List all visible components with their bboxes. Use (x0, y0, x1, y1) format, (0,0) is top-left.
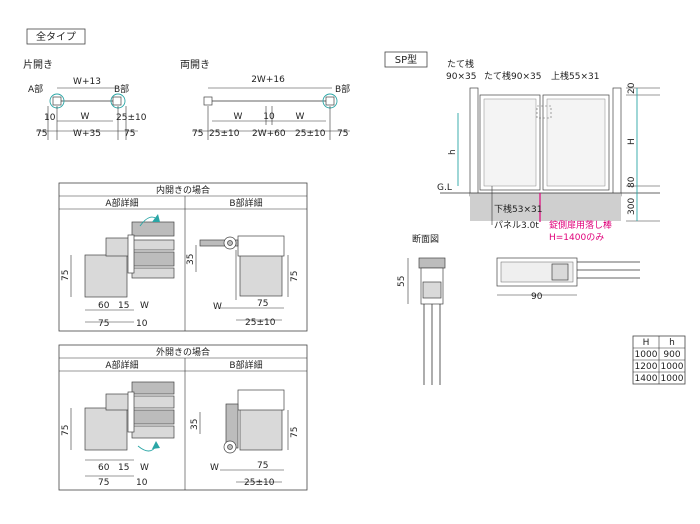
double-pm2-label: 25±10 (295, 129, 326, 139)
sp-top-rail-label: 上桟55×31 (551, 70, 599, 82)
table-cell: 1000 (661, 362, 684, 372)
double-b-label: B部 (335, 83, 350, 95)
inward-b-75-label: 75 (257, 299, 268, 309)
table-cell: 1200 (635, 362, 658, 372)
inward-a-w-label: W (140, 301, 149, 311)
inward-a-title: A部詳細 (105, 197, 138, 209)
single-75l-label: 75 (36, 129, 47, 139)
sp-dim-80: 80 (627, 176, 637, 188)
double-10-label: 10 (263, 112, 275, 122)
outward-b-75-label: 75 (257, 461, 268, 471)
outward-b-75v-label: 75 (290, 427, 300, 438)
outward-a-15-label: 15 (118, 463, 129, 473)
single-swing-plan: 片開き A部 B部 W+13 10 W 25±10 75 W+35 75 (23, 58, 147, 140)
double-pm1-label: 25±10 (209, 129, 240, 139)
table-cell: 1000 (661, 374, 684, 384)
tag-all-types-label: 全タイプ (36, 30, 76, 43)
h-table: H h 1000 900 1200 1000 1400 1000 (632, 335, 686, 385)
sp-post-a-size: 90×35 (446, 72, 476, 82)
single-w13-label: W+13 (73, 77, 101, 87)
inward-a-drawing: 75 60 15 W 75 10 (61, 214, 175, 329)
double-w16-label: 2W+16 (251, 75, 285, 85)
section-drawing: 断面図 55 90 (397, 233, 640, 385)
inward-a-75-label: 75 (98, 319, 109, 329)
sp-note2-label: H=1400のみ (549, 232, 604, 243)
table-header-h: h (669, 338, 675, 348)
outward-title: 外開きの場合 (156, 346, 210, 358)
inward-b-title: B部詳細 (229, 197, 262, 209)
tag-sp-type-label: SP型 (395, 53, 417, 66)
section-dim-90: 90 (531, 292, 543, 302)
inward-b-w-label: W (213, 302, 222, 312)
outward-b-w-label: W (210, 463, 219, 473)
inward-detail-panel: 内開きの場合 A部詳細 B部詳細 75 60 15 W 75 10 (58, 182, 308, 332)
outward-a-title: A部詳細 (105, 359, 138, 371)
sp-post-a-label: たて桟 (447, 58, 474, 70)
inward-a-60-label: 60 (98, 301, 110, 311)
single-pm-label: 25±10 (116, 113, 147, 123)
inward-b-pm-label: 25±10 (245, 318, 276, 328)
sp-dim-20: 20 (627, 82, 637, 94)
outward-a-75v-label: 75 (61, 425, 71, 436)
sp-dim-h: h (448, 149, 458, 155)
inward-b-35-label: 35 (186, 254, 196, 265)
double-75r-label: 75 (337, 129, 348, 139)
outward-detail-panel: 外開きの場合 A部詳細 B部詳細 75 60 15 W 75 10 (58, 344, 308, 491)
sp-post-b-label: たて桟90×35 (484, 70, 541, 82)
outward-a-10-label: 10 (136, 478, 148, 488)
sp-gl-label: G.L (437, 183, 452, 193)
sp-panel-label: パネル3.0t (494, 220, 539, 231)
single-w35-label: W+35 (73, 129, 101, 139)
single-w-label: W (81, 112, 90, 122)
section-title: 断面図 (412, 233, 439, 245)
outward-a-w-label: W (140, 463, 149, 473)
single-a-label: A部 (28, 83, 43, 95)
outward-b-35-label: 35 (190, 419, 200, 430)
inward-title: 内開きの場合 (156, 184, 210, 196)
tag-all-types: 全タイプ (26, 28, 86, 45)
single-10-label: 10 (44, 113, 56, 123)
outward-a-60-label: 60 (98, 463, 110, 473)
sp-dim-300: 300 (627, 198, 637, 215)
outward-b-title: B部詳細 (229, 359, 262, 371)
sp-elevation: たて桟 90×35 たて桟90×35 上桟55×31 G.L 20 H 80 3… (437, 58, 660, 243)
inward-a-75v-label: 75 (61, 270, 71, 281)
single-75r-label: 75 (124, 129, 135, 139)
single-swing-title: 片開き (23, 58, 53, 71)
table-header-H: H (643, 338, 650, 348)
double-75l-label: 75 (192, 129, 203, 139)
outward-b-drawing: 35 75 W 75 25±10 (190, 389, 300, 488)
inward-b-75v-label: 75 (290, 271, 300, 282)
double-swing-plan: 両開き 2W+16 B部 W 10 W 75 25±10 2W+60 25±10… (180, 59, 350, 140)
double-w60-label: 2W+60 (252, 129, 286, 139)
inward-a-15-label: 15 (118, 301, 129, 311)
section-dim-55: 55 (397, 276, 407, 287)
sp-dim-H: H (627, 138, 637, 145)
table-cell: 1000 (635, 350, 658, 360)
double-w1-label: W (234, 112, 243, 122)
inward-a-10-label: 10 (136, 319, 148, 329)
double-w2-label: W (296, 112, 305, 122)
table-cell: 1400 (635, 374, 658, 384)
tag-sp-type: SP型 (384, 51, 428, 68)
inward-b-drawing: 35 75 W 75 25±10 (186, 235, 300, 328)
double-swing-title: 両開き (180, 59, 210, 71)
sp-note1-label: 錠側扉用落し棒 (549, 219, 612, 231)
outward-a-75-label: 75 (98, 478, 109, 488)
single-b-label: B部 (114, 83, 129, 95)
sp-bottom-rail-label: 下桟53×31 (494, 203, 542, 215)
outward-a-drawing: 75 60 15 W 75 10 (61, 381, 175, 488)
table-cell: 900 (663, 350, 680, 360)
outward-b-pm-label: 25±10 (244, 478, 275, 488)
